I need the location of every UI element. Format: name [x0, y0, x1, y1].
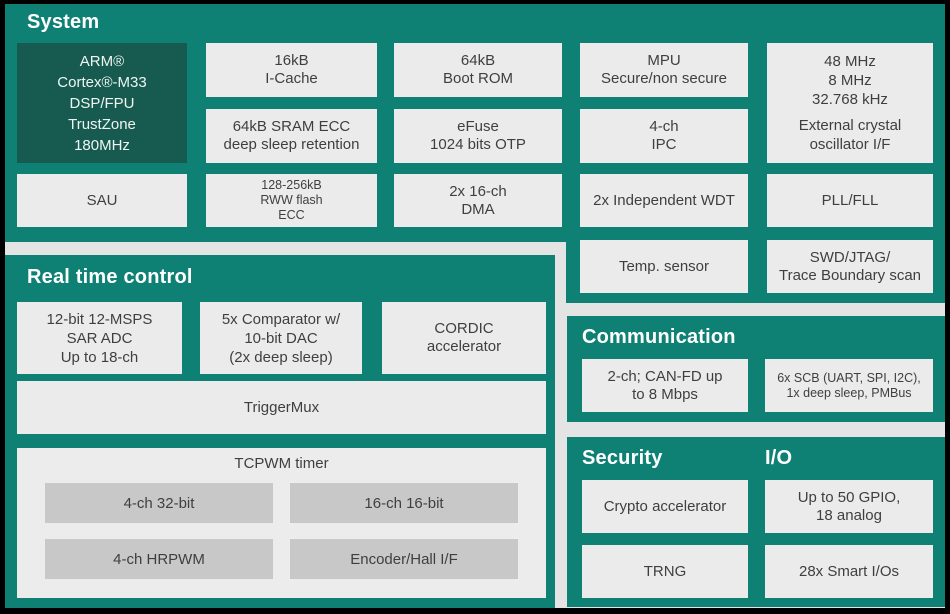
block-can-fd: 2-ch; CAN-FD up to 8 Mbps — [582, 359, 748, 412]
text-line: External crystal — [798, 117, 902, 134]
text-line: 16kB — [274, 52, 309, 69]
block-clocks-crystal: 48 MHz 8 MHz 32.768 kHz External crystal… — [767, 43, 933, 163]
text-line: accelerator — [426, 338, 502, 355]
text-line: DMA — [461, 200, 495, 218]
text-line: 2-ch; CAN-FD up — [607, 367, 723, 385]
text-line: oscillator I/F — [809, 136, 891, 153]
block-boot-rom: 64kB Boot ROM — [394, 43, 562, 97]
text-line: 8 MHz — [828, 72, 872, 89]
text-line: Up to 50 GPIO, — [797, 488, 901, 506]
text-line: 1024 bits OTP — [430, 136, 526, 153]
text-line: 5x Comparator w/ — [221, 310, 341, 328]
block-rww-flash: 128-256kB RWW flash ECC — [206, 174, 377, 227]
text-line: 4-ch — [649, 118, 679, 135]
text-line: (2x deep sleep) — [229, 348, 333, 366]
text-line: 128-256kB — [261, 178, 322, 192]
block-tcpwm-hrpwm: 4-ch HRPWM — [45, 539, 273, 579]
block-triggermux: TriggerMux — [17, 381, 546, 434]
text-line: 64kB SRAM ECC — [232, 118, 351, 135]
block-icache: 16kB I-Cache — [206, 43, 377, 97]
block-tcpwm-16ch-16bit: 16-ch 16-bit — [290, 483, 518, 523]
security-section-title: Security — [582, 447, 663, 469]
text-line: 48 MHz — [824, 53, 876, 70]
block-efuse: eFuse 1024 bits OTP — [394, 109, 562, 163]
block-comparator-dac: 5x Comparator w/ 10-bit DAC (2x deep sle… — [200, 302, 362, 374]
block-gpio: Up to 50 GPIO, 18 analog — [765, 480, 933, 533]
text-line: eFuse — [457, 118, 499, 135]
real-time-control-section-title: Real time control — [27, 266, 193, 288]
text-line: SAR ADC — [66, 329, 133, 347]
block-smart-io: 28x Smart I/Os — [765, 545, 933, 598]
block-trng: TRNG — [582, 545, 748, 598]
text-line: CORDIC — [434, 320, 494, 337]
text-line: 1x deep sleep, PMBus — [786, 385, 912, 400]
text-line: to 8 Mbps — [632, 385, 698, 403]
block-encoder-hall: Encoder/Hall I/F — [290, 539, 518, 579]
text-line: 180MHz — [74, 136, 130, 154]
text-line: SWD/JTAG/ — [809, 248, 891, 266]
text-line: DSP/FPU — [69, 94, 135, 112]
text-line: Cortex®-M33 — [57, 73, 147, 91]
block-crypto-accelerator: Crypto accelerator — [582, 480, 748, 533]
block-sar-adc: 12-bit 12-MSPS SAR ADC Up to 18-ch — [17, 302, 182, 374]
text-line: MPU — [647, 52, 681, 69]
text-line: 6x SCB (UART, SPI, I2C), — [777, 370, 921, 385]
communication-section-title: Communication — [582, 326, 736, 348]
block-arm-cortex-m33: ARM® Cortex®-M33 DSP/FPU TrustZone 180MH… — [17, 43, 187, 163]
block-scb: 6x SCB (UART, SPI, I2C), 1x deep sleep, … — [765, 359, 933, 412]
text-line: 18 analog — [816, 506, 882, 524]
text-line: IPC — [651, 136, 677, 153]
block-dma: 2x 16-ch DMA — [394, 174, 562, 227]
block-mpu: MPU Secure/non secure — [580, 43, 748, 97]
system-section-title: System — [27, 11, 100, 33]
text-line: 32.768 kHz — [812, 91, 888, 108]
text-line: TrustZone — [68, 115, 136, 133]
block-wdt: 2x Independent WDT — [580, 174, 748, 227]
block-tcpwm-4ch-32bit: 4-ch 32-bit — [45, 483, 273, 523]
text-line: 10-bit DAC — [244, 329, 318, 347]
text-line: 2x 16-ch — [449, 182, 507, 200]
block-temp-sensor: Temp. sensor — [580, 240, 748, 293]
block-ipc: 4-ch IPC — [580, 109, 748, 163]
block-sram: 64kB SRAM ECC deep sleep retention — [206, 109, 377, 163]
text-line: 12-bit 12-MSPS — [46, 310, 153, 328]
text-line: Secure/non secure — [601, 70, 727, 87]
tcpwm-title: TCPWM timer — [234, 455, 329, 472]
block-swd-jtag: SWD/JTAG/ Trace Boundary scan — [767, 240, 933, 293]
text-line: 64kB — [460, 52, 496, 69]
block-pll-fll: PLL/FLL — [767, 174, 933, 227]
text-line: Up to 18-ch — [60, 348, 139, 366]
text-line: Trace Boundary scan — [778, 266, 922, 284]
block-sau: SAU — [17, 174, 187, 227]
text-line: RWW flash — [260, 193, 323, 207]
text-line: Boot ROM — [442, 70, 514, 87]
block-cordic: CORDIC accelerator — [382, 302, 546, 374]
text-line: deep sleep retention — [223, 136, 360, 153]
text-line: ARM® — [79, 52, 125, 70]
io-section-title: I/O — [765, 447, 793, 469]
tcpwm-subpanel: TCPWM timer 4-ch 32-bit 16-ch 16-bit 4-c… — [17, 448, 546, 598]
text-line: I-Cache — [265, 70, 318, 87]
text-line: ECC — [278, 208, 305, 222]
